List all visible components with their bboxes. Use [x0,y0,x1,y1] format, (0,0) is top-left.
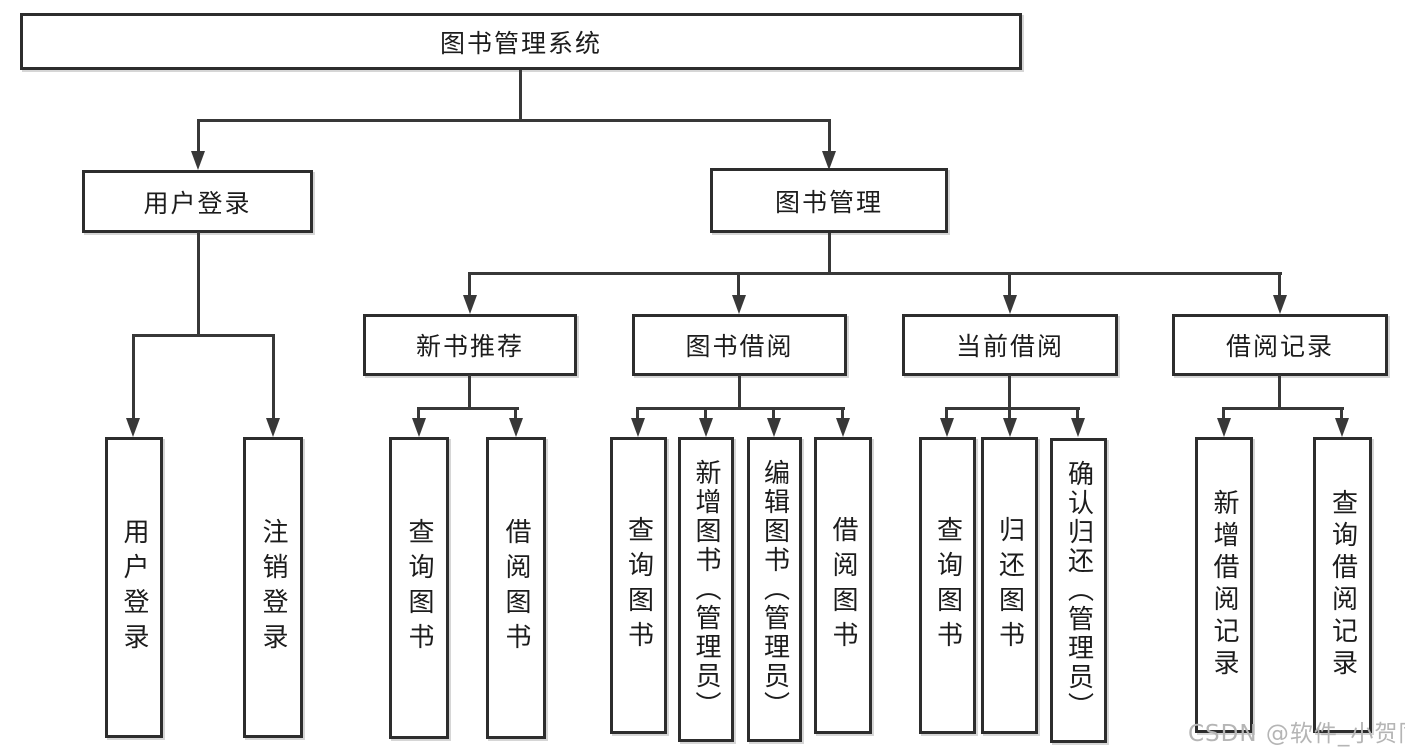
node-book-management-label: 图书管理 [774,187,883,217]
connector-vline [738,375,741,409]
node-user-login: 用户登录 [82,170,313,233]
connector-vline [468,375,471,409]
connector-arrow [1217,418,1231,437]
connector-hline [197,119,831,122]
leaf-query-borrow-record-label: 查询借阅记录 [1327,489,1358,681]
connector-vline [1278,274,1281,297]
leaf-logout-login-label: 注销登录 [258,517,288,658]
connector-arrow [631,418,645,437]
connector-vline [272,336,275,420]
connector-arrow [940,418,954,437]
leaf-edit-book-admin: 编辑图书（管理员） [747,437,802,742]
connector-vline [772,409,775,420]
leaf-query-books-current-label: 查询图书 [932,515,963,656]
connector-vline [945,409,948,420]
connector-vline [841,409,844,420]
connector-hline [417,407,519,410]
leaf-user-login-label: 用户登录 [119,517,149,658]
node-book-management: 图书管理 [710,168,948,233]
watermark: CSDN @软件_小贺同学 [1188,721,1405,747]
connector-hline [132,334,275,337]
node-library-system: 图书管理系统 [20,13,1022,70]
leaf-user-login: 用户登录 [105,437,163,738]
node-current-borrowing-label: 当前借阅 [955,332,1064,361]
leaf-add-book-admin: 新增图书（管理员） [678,437,734,742]
leaf-return-books-label: 归还图书 [994,515,1025,656]
connector-vline [468,274,471,297]
connector-vline [828,121,831,153]
connector-arrow [412,418,426,437]
connector-arrow [1071,418,1085,437]
connector-vline [1340,409,1343,420]
connector-vline [1222,409,1225,420]
connector-arrow [126,418,140,437]
node-new-book-recommend-label: 新书推荐 [415,332,524,361]
connector-arrow [266,418,280,437]
connector-vline [636,409,639,420]
leaf-confirm-return-admin-label: 确认归还（管理员） [1063,460,1094,721]
leaf-borrow-books-recommend-label: 借阅图书 [501,518,531,658]
node-book-borrowing: 图书借阅 [632,314,847,376]
leaf-confirm-return-admin: 确认归还（管理员） [1050,438,1107,743]
connector-vline [1008,375,1011,409]
leaf-borrow-books-recommend: 借阅图书 [486,437,546,739]
connector-hline [945,407,1080,410]
connector-vline [1076,409,1079,420]
connector-arrow [699,418,713,437]
connector-arrow [1003,418,1017,437]
connector-vline [197,121,200,153]
leaf-borrow-books-borrowing: 借阅图书 [814,437,872,734]
node-user-login-label: 用户登录 [143,188,252,218]
connector-vline [1008,274,1011,297]
node-library-system-label: 图书管理系统 [439,28,602,58]
connector-arrow [836,418,850,437]
connector-hline [636,407,845,410]
connector-arrow [822,151,836,170]
connector-hline [1222,407,1344,410]
connector-arrow [191,151,205,170]
leaf-borrow-books-borrowing-label: 借阅图书 [828,515,858,656]
connector-arrow [1003,295,1017,314]
leaf-query-books-borrowing: 查询图书 [610,437,667,734]
connector-vline [519,70,522,121]
leaf-query-books-current: 查询图书 [919,437,976,734]
connector-arrow [509,418,523,437]
connector-arrow [463,295,477,314]
connector-vline [828,233,831,274]
connector-vline [704,409,707,420]
connector-vline [1008,409,1011,420]
leaf-return-books: 归还图书 [981,437,1038,734]
connector-vline [1278,375,1281,409]
leaf-add-borrow-record: 新增借阅记录 [1195,437,1253,733]
connector-arrow [1335,418,1349,437]
connector-arrow [732,295,746,314]
leaf-query-borrow-record: 查询借阅记录 [1313,437,1372,733]
leaf-add-borrow-record-label: 新增借阅记录 [1209,489,1239,681]
leaf-query-books-recommend: 查询图书 [389,437,449,739]
connector-arrow [1273,295,1287,314]
leaf-add-book-admin-label: 新增图书（管理员） [691,459,721,720]
node-new-book-recommend: 新书推荐 [363,314,577,376]
leaf-edit-book-admin-label: 编辑图书（管理员） [759,459,790,720]
leaf-logout-login: 注销登录 [243,437,303,738]
connector-vline [417,409,420,420]
leaf-query-books-recommend-label: 查询图书 [404,518,434,658]
connector-hline [468,272,1282,275]
node-book-borrowing-label: 图书借阅 [685,332,794,361]
node-borrowing-records-label: 借阅记录 [1225,332,1334,361]
connector-vline [197,232,200,336]
connector-vline [737,274,740,297]
connector-vline [132,336,135,420]
node-borrowing-records: 借阅记录 [1172,314,1388,376]
connector-arrow [767,418,781,437]
leaf-query-books-borrowing-label: 查询图书 [623,515,654,656]
connector-vline [514,409,517,420]
node-current-borrowing: 当前借阅 [902,314,1118,376]
